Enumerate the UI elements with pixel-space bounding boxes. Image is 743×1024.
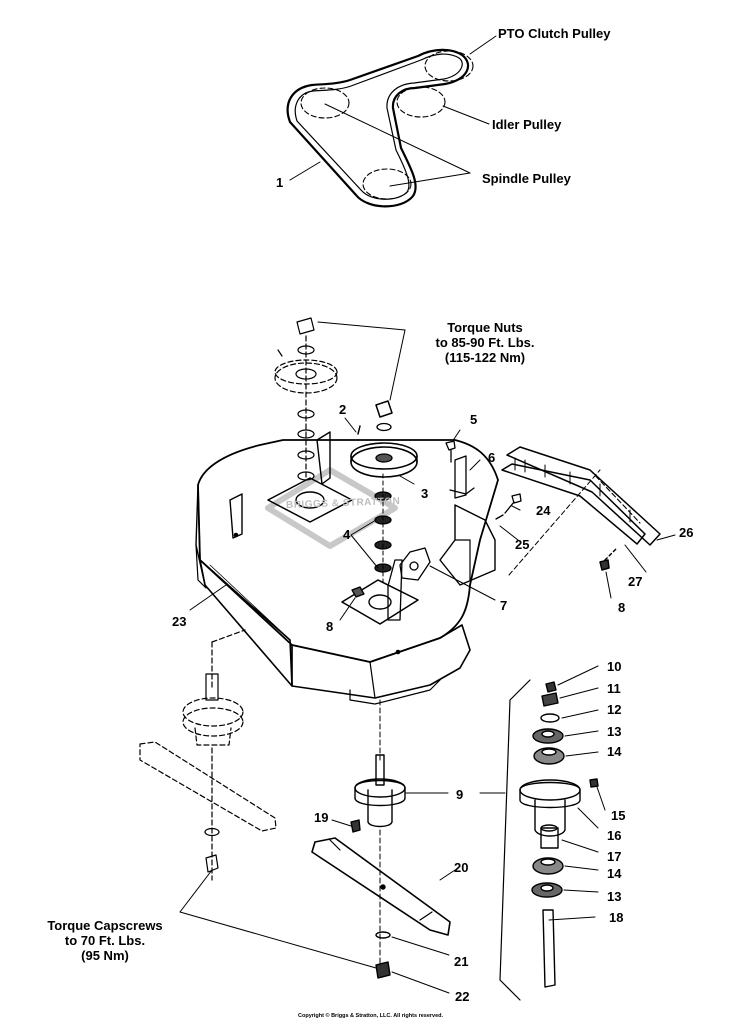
callout-12: 12	[607, 702, 622, 717]
pto-clutch-pulley	[424, 50, 474, 82]
callout-14-upper: 14	[607, 744, 622, 759]
deck-top-surface	[197, 439, 499, 663]
part-11-nut	[541, 692, 559, 707]
center-spindle-plate	[341, 579, 419, 625]
callout-10: 10	[607, 659, 622, 674]
label-spindle-pulley: Spindle Pulley	[482, 171, 571, 186]
deck-skirt-front	[199, 559, 293, 687]
part-16-housing	[519, 781, 581, 809]
callout-11: 11	[607, 681, 621, 696]
part-10-washer	[545, 681, 557, 693]
spindle-pulley-left	[300, 87, 350, 119]
note-torque-nuts-line2: to 85-90 Ft. Lbs.	[435, 335, 535, 350]
mower-deck-shell	[195, 431, 499, 705]
callout-4: 4	[343, 527, 351, 542]
callout-20: 20	[454, 860, 469, 875]
callout-13-lower: 13	[607, 889, 622, 904]
spindle-pulley-right	[362, 168, 412, 200]
deck-skirt-left	[195, 484, 206, 586]
part-19-screw	[350, 819, 361, 833]
callout-24: 24	[536, 503, 551, 518]
label-idler-pulley: Idler Pulley	[492, 117, 562, 132]
v-belt-outer	[286, 48, 470, 208]
part-18-shaft	[542, 909, 556, 988]
spindle-detail-exploded	[499, 679, 599, 1001]
part-22-capscrew	[375, 961, 391, 979]
left-spindle-exploded	[274, 317, 338, 481]
belt-guard-bracket	[439, 504, 496, 586]
note-torque-capscrews: Torque Capscrews to 70 Ft. Lbs. (95 Nm)	[30, 918, 180, 963]
callout-13-upper: 13	[607, 724, 622, 739]
part-torque-nut	[375, 400, 393, 418]
callout-16: 16	[607, 828, 622, 843]
left-spindle-plate	[267, 477, 353, 523]
idler-pulley	[396, 86, 446, 118]
callout-1: 1	[276, 175, 284, 190]
callout-8-chute: 8	[618, 600, 626, 615]
part-9-spindle-housing	[354, 779, 406, 807]
part-24-bolt	[511, 493, 522, 504]
watermark-emblem	[265, 467, 398, 549]
part-7-idler-arm	[399, 547, 431, 581]
note-torque-nuts: Torque Nuts to 85-90 Ft. Lbs. (115-122 N…	[420, 320, 550, 365]
part-5-bolt	[445, 440, 456, 451]
part-8-nut-chute	[599, 559, 610, 571]
label-pto-clutch-pulley: PTO Clutch Pulley	[498, 26, 611, 41]
callout-9: 9	[456, 787, 464, 802]
discharge-chute	[501, 446, 661, 576]
note-torque-capscrews-line3: (95 Nm)	[81, 948, 129, 963]
callout-22: 22	[455, 989, 470, 1004]
callout-7: 7	[500, 598, 508, 613]
note-torque-nuts-line1: Torque Nuts	[447, 320, 523, 335]
callout-6: 6	[488, 450, 496, 465]
callout-15: 15	[611, 808, 626, 823]
callout-27: 27	[628, 574, 643, 589]
center-spindle-exploded	[350, 400, 418, 583]
note-torque-nuts-line3: (115-122 Nm)	[444, 350, 526, 365]
callout-14-lower: 14	[607, 866, 622, 881]
part-20-blade	[311, 837, 451, 936]
callout-23: 23	[172, 614, 187, 629]
part-17-sleeve	[540, 827, 559, 849]
belt-guide-left	[316, 431, 331, 485]
note-torque-capscrews-line1: Torque Capscrews	[47, 918, 163, 933]
part-8-nut-center	[351, 586, 365, 598]
left-blade-dashed	[139, 741, 277, 832]
note-torque-capscrews-line2: to 70 Ft. Lbs.	[64, 933, 146, 948]
callout-25: 25	[515, 537, 530, 552]
part-12-washer	[540, 713, 560, 723]
callout-17: 17	[607, 849, 622, 864]
callout-26: 26	[679, 525, 694, 540]
callout-8-center: 8	[326, 619, 334, 634]
center-lower-spindle	[311, 699, 456, 979]
callout-19: 19	[314, 810, 329, 825]
deck-skirt-right	[291, 624, 471, 699]
v-belt-inner	[294, 53, 463, 200]
copyright-notice: Copyright © Briggs & Stratton, LLC. All …	[298, 1013, 444, 1019]
callout-18: 18	[609, 910, 624, 925]
callout-5: 5	[470, 412, 478, 427]
part-26-deflector	[506, 446, 661, 546]
belt-routing-diagram	[286, 35, 497, 208]
callout-21: 21	[454, 954, 469, 969]
part-6-bracket	[454, 455, 467, 499]
callout-3: 3	[421, 486, 429, 501]
part-21-washer	[375, 931, 391, 939]
leader-lines	[179, 321, 676, 994]
callout-2: 2	[339, 402, 347, 417]
left-lower-spindle-dashed	[139, 629, 277, 881]
part-15-fitting	[589, 778, 599, 788]
idler-parts	[351, 440, 522, 598]
